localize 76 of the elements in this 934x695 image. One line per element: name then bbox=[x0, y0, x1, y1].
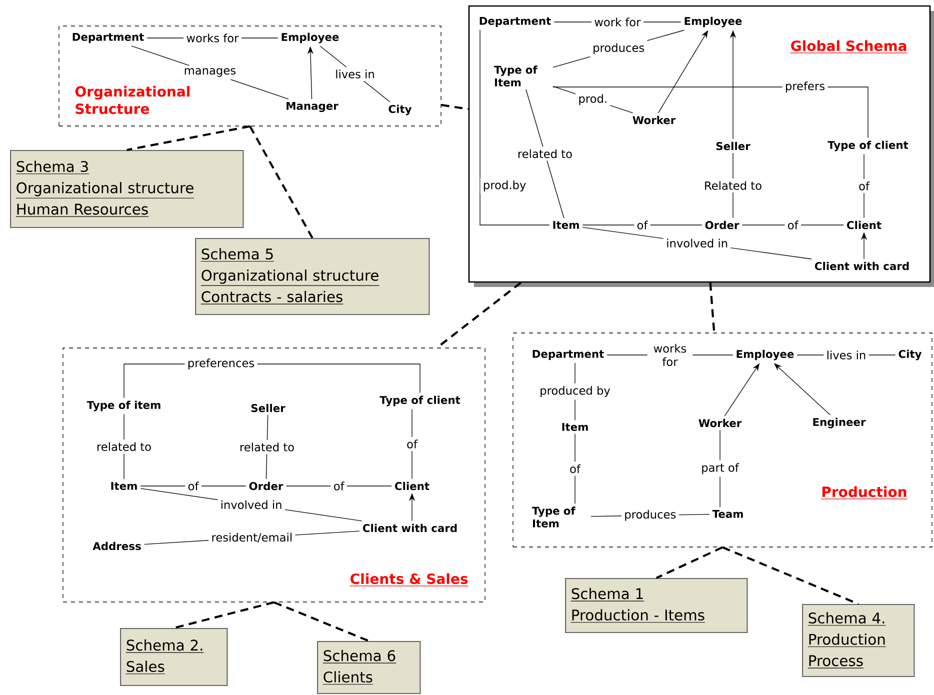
dashed-connector bbox=[126, 125, 250, 152]
schema-box: Schema 4. Production Process bbox=[802, 604, 915, 678]
edge-label: preferences bbox=[184, 356, 258, 372]
entity-name: Department bbox=[532, 350, 604, 360]
edge-label: prefers bbox=[782, 78, 828, 96]
entity-name: Order bbox=[705, 220, 740, 230]
edge-label: involved in bbox=[218, 498, 285, 512]
entity-name: Type of Item bbox=[532, 506, 576, 528]
entity-name: Item bbox=[562, 423, 588, 431]
edge-label: manages bbox=[181, 65, 239, 80]
edge-label: prod.by bbox=[480, 178, 529, 194]
dashed-connector bbox=[722, 546, 859, 605]
connector-line bbox=[526, 89, 564, 218]
edge-label: works for bbox=[184, 30, 242, 46]
entity-name: City bbox=[388, 104, 412, 116]
entity-name: Department bbox=[480, 17, 551, 27]
schema-box: Schema 5 Organizational structure Contracts - salaries bbox=[195, 238, 430, 316]
entity-name: Type of item bbox=[86, 400, 160, 412]
edge-label: of bbox=[634, 218, 650, 232]
edge-label: related to bbox=[236, 440, 298, 454]
edge-label: of bbox=[566, 462, 584, 476]
edge-label: involved in bbox=[663, 236, 731, 250]
entity-name: Seller bbox=[251, 404, 286, 412]
edge-label: produces bbox=[590, 40, 648, 57]
dashed-connector bbox=[709, 282, 716, 333]
entity-name: Department bbox=[72, 33, 144, 43]
dashed-connector bbox=[249, 126, 314, 239]
entity-name: Employee bbox=[282, 32, 339, 44]
entity-name: Order bbox=[249, 482, 284, 490]
entity-name: Item bbox=[111, 482, 137, 490]
entity-name: Item bbox=[553, 221, 579, 229]
schema-box: Schema 6 Clients bbox=[317, 641, 421, 694]
entity-name: Manager bbox=[286, 102, 338, 112]
edge-label: of bbox=[404, 436, 420, 452]
entity-name: Client with card bbox=[814, 262, 909, 270]
edge-label: lives in bbox=[824, 348, 869, 362]
edge-label: resident/email bbox=[208, 530, 296, 546]
edge-label: of bbox=[784, 218, 801, 232]
entity-name: Client bbox=[395, 482, 430, 490]
edge-label: lives in bbox=[332, 66, 378, 82]
connector-line bbox=[480, 30, 550, 226]
entity-name: Employee bbox=[736, 350, 794, 360]
edge-label: Related to bbox=[701, 178, 765, 193]
entity-name: Client with card bbox=[362, 524, 457, 532]
edge-label: produced by bbox=[536, 383, 614, 400]
connector-line bbox=[582, 224, 702, 226]
entity-name: Address bbox=[92, 542, 141, 550]
entity-name: Type of client bbox=[828, 140, 908, 152]
dashed-connector bbox=[274, 601, 370, 642]
edge-label: prod. bbox=[576, 91, 610, 108]
edge-label: related to bbox=[514, 146, 576, 161]
entity-name: Worker bbox=[698, 418, 742, 428]
edge-label: of bbox=[185, 478, 202, 494]
entity-name: Type of Item bbox=[494, 66, 538, 86]
schema-box: Schema 3 Organizational structure Human Resources bbox=[10, 150, 244, 228]
entity-name: Employee bbox=[684, 16, 742, 28]
entity-name: Seller bbox=[716, 142, 750, 150]
edge-label: works for bbox=[647, 341, 693, 369]
entity-name: Worker bbox=[632, 116, 676, 124]
connector-line bbox=[742, 224, 844, 226]
schema-box: Schema 1 Production - Items bbox=[565, 578, 748, 634]
entity-name: Client bbox=[847, 220, 882, 230]
edge-label: of bbox=[330, 478, 347, 494]
edge-label: work for bbox=[592, 14, 644, 30]
dashed-connector bbox=[441, 104, 468, 110]
edge-label: part of bbox=[698, 460, 742, 477]
connector-line bbox=[574, 434, 576, 504]
entity-name: City bbox=[898, 350, 922, 360]
dashed-connector bbox=[656, 546, 723, 579]
edge-label: produces bbox=[621, 507, 679, 524]
entity-name: Team bbox=[712, 510, 743, 518]
dashed-connector bbox=[174, 601, 274, 630]
schema-box: Schema 2. Sales bbox=[120, 628, 228, 686]
edge-label: related to bbox=[94, 440, 154, 454]
entity-name: Engineer bbox=[813, 418, 866, 428]
entity-name: Type of client bbox=[380, 396, 460, 406]
